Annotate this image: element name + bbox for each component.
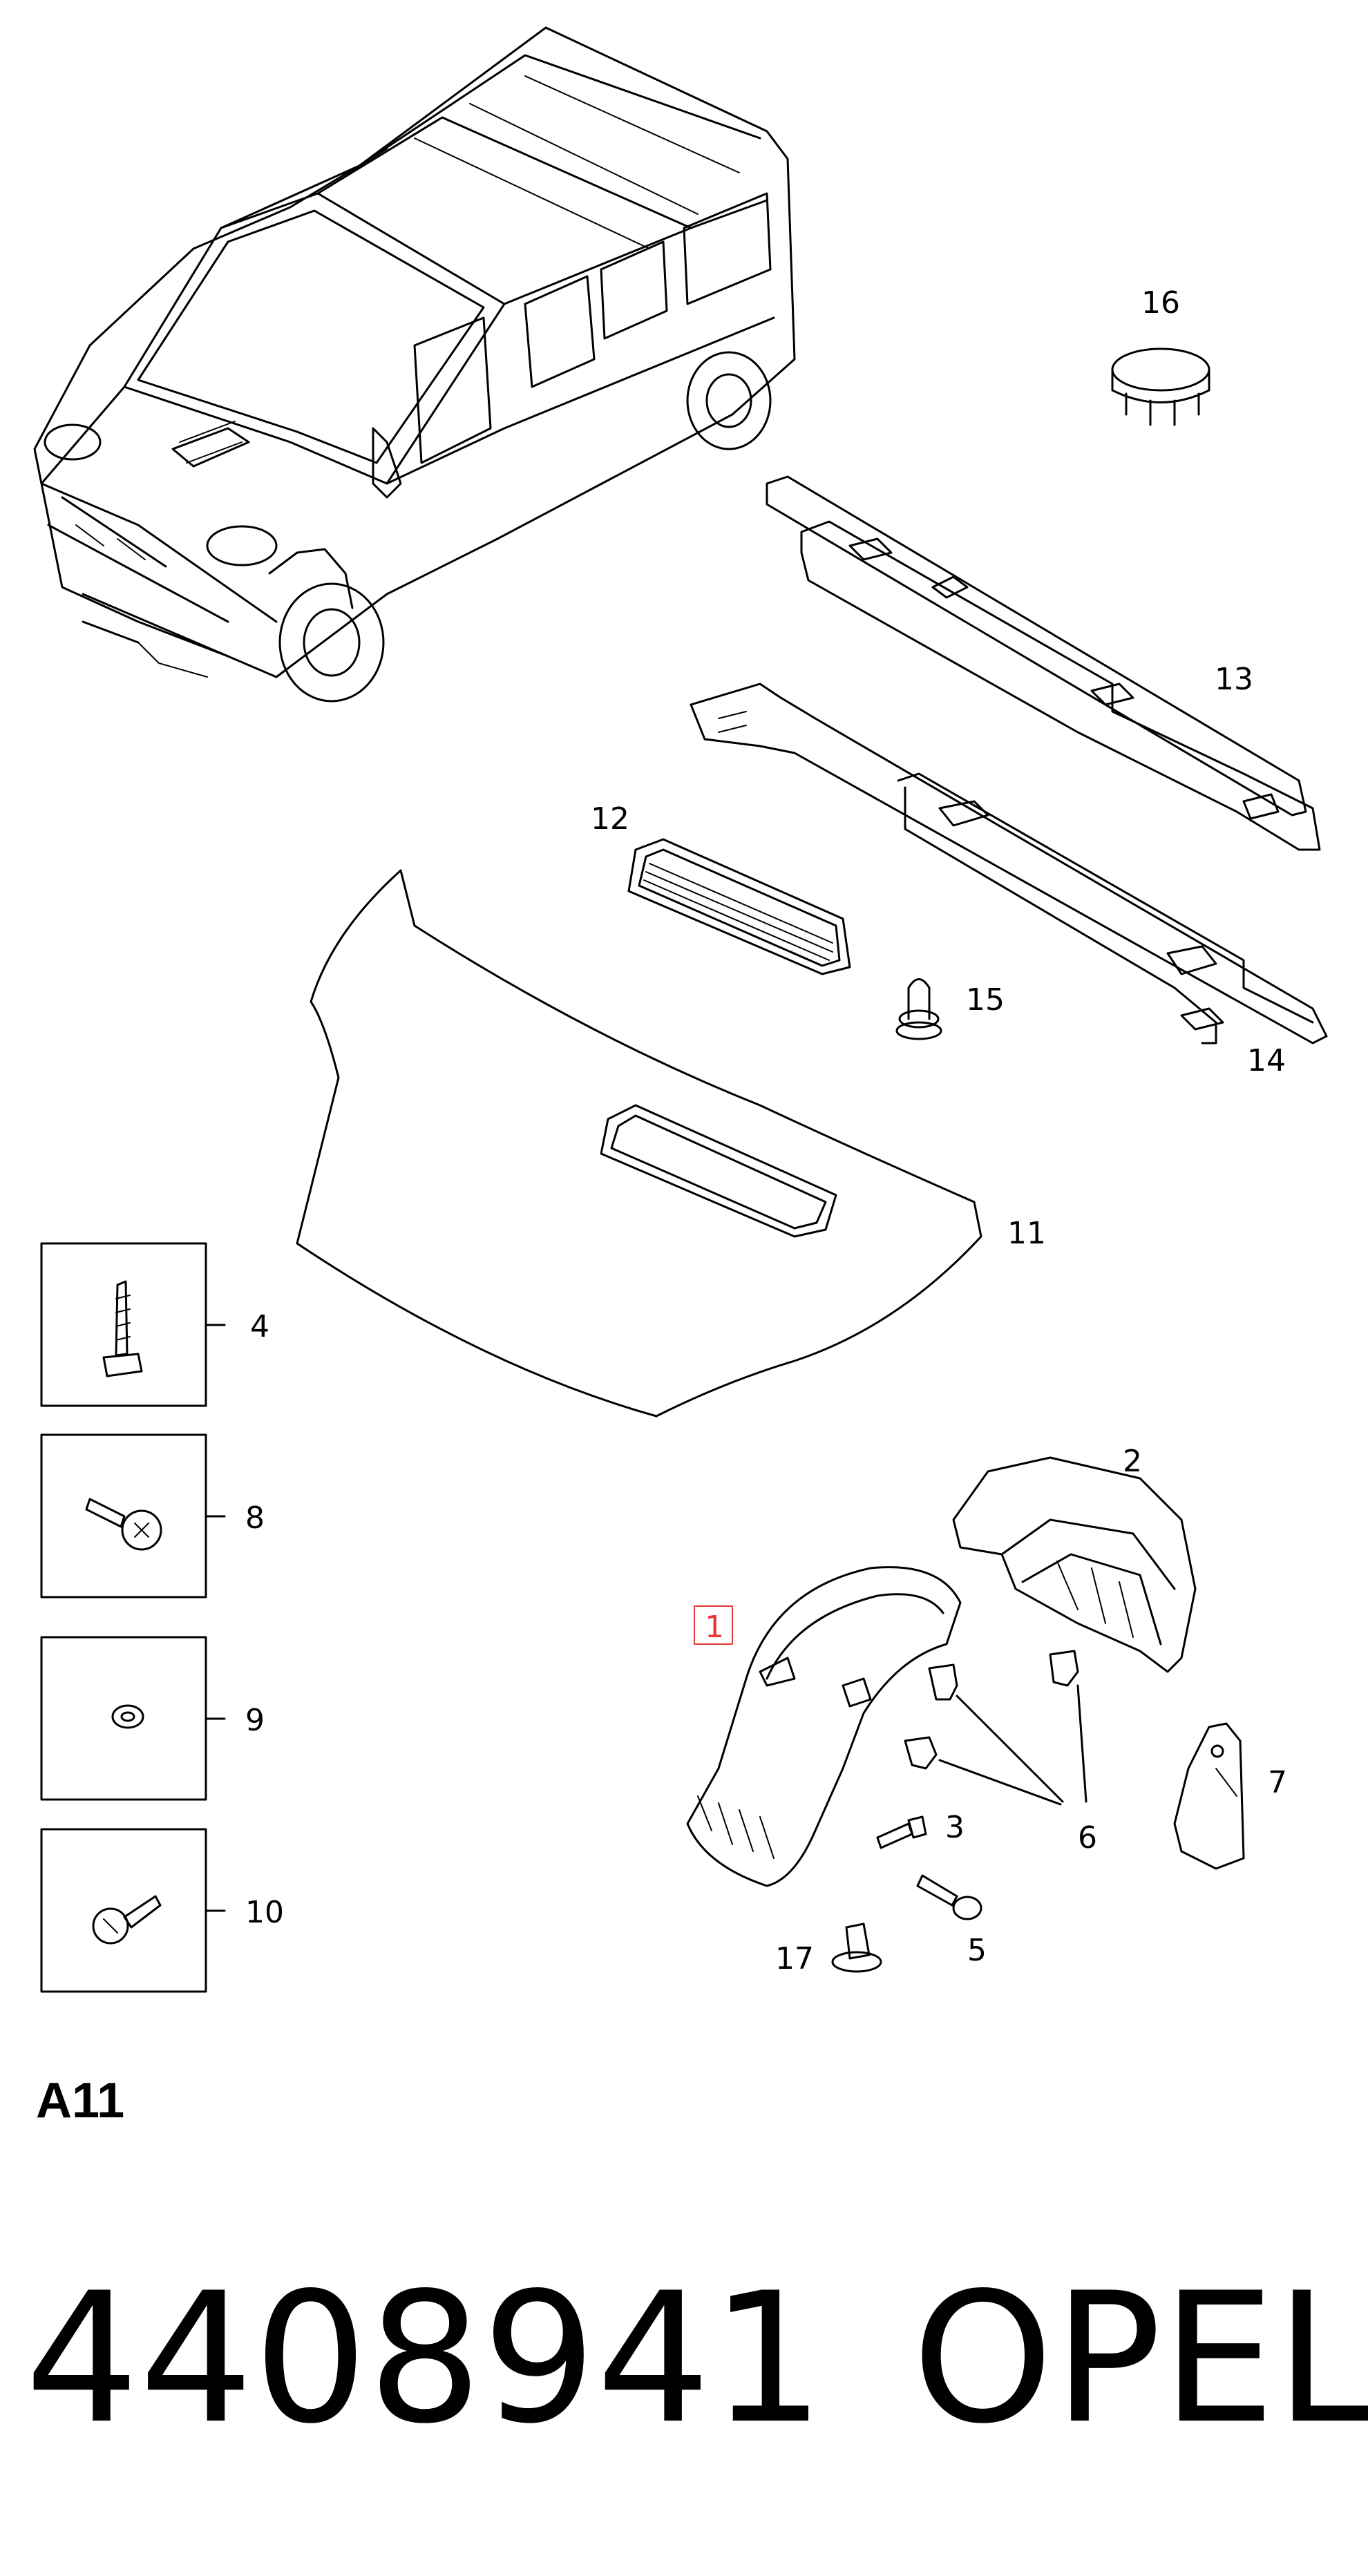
callout-10: 10	[245, 1895, 284, 1930]
callout-6: 6	[1078, 1820, 1097, 1855]
callout-14: 14	[1247, 1043, 1286, 1078]
callout-16: 16	[1141, 285, 1180, 321]
callout-13: 13	[1215, 662, 1253, 697]
callout-labels: 1 2 3 4 5 6 7 8 9 10 11 12 13 14 15 16 1…	[245, 285, 1287, 1976]
part-12-grille	[627, 838, 851, 975]
callout-9: 9	[245, 1703, 265, 1738]
callout-15: 15	[966, 982, 1005, 1018]
callout-1-highlight-box	[694, 1605, 733, 1645]
part-6-clips	[904, 1650, 1087, 1806]
callout-1: 1	[705, 1610, 724, 1645]
part-14-rail	[690, 683, 1328, 1044]
part-number: 4408941	[25, 2255, 825, 2463]
section-label: A11	[36, 2073, 125, 2128]
part-3-screw	[876, 1815, 927, 1849]
part-11-bonnet	[296, 869, 982, 1418]
callout-5: 5	[967, 1933, 987, 1968]
part-5-screw	[916, 1874, 982, 1920]
brand-name: OPEL	[912, 2255, 1368, 2463]
part-13-rail	[766, 475, 1321, 851]
part-2-wheel-liner	[952, 1456, 1197, 1673]
callout-4: 4	[250, 1309, 269, 1344]
callout-2: 2	[1123, 1444, 1142, 1479]
box-part-10	[40, 1828, 226, 1993]
van-illustration	[33, 26, 796, 703]
callout-7: 7	[1268, 1765, 1287, 1800]
callout-12: 12	[591, 801, 629, 837]
callout-8: 8	[245, 1500, 265, 1536]
part-17-clip	[831, 1923, 882, 1973]
part-7-bracket	[1173, 1722, 1245, 1870]
box-part-9	[40, 1636, 226, 1801]
box-part-8	[40, 1433, 226, 1599]
callout-3: 3	[945, 1810, 965, 1845]
box-part-4	[40, 1242, 226, 1407]
callout-11: 11	[1007, 1216, 1046, 1251]
part-15-clip	[895, 978, 942, 1040]
part-16-cap	[1111, 347, 1210, 426]
part-1-wheel-liner	[686, 1566, 962, 1887]
callout-17: 17	[775, 1941, 814, 1976]
